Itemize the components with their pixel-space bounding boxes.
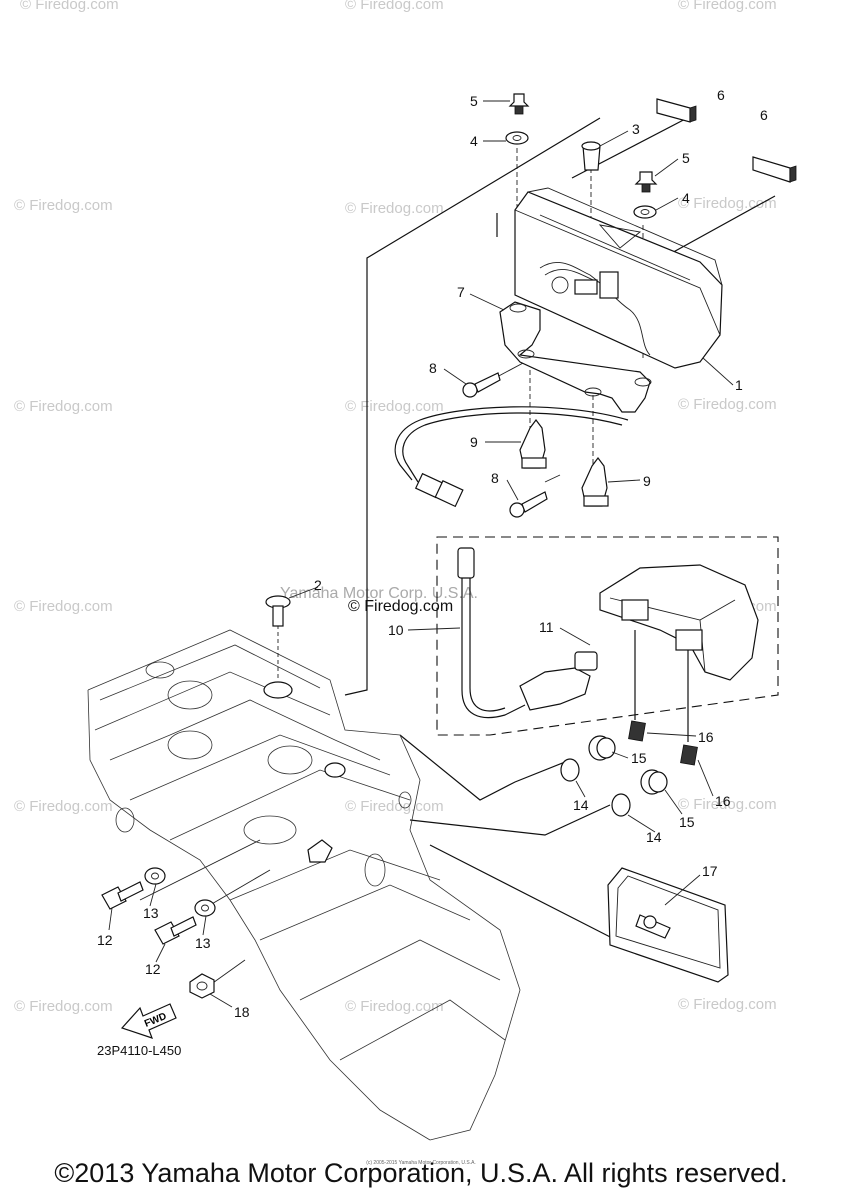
callout-3: 3 [632, 121, 640, 137]
callout-7: 7 [457, 284, 465, 300]
clip [519, 419, 547, 469]
callout-5: 5 [682, 150, 690, 166]
clip [581, 457, 609, 507]
copyright-footer: ©2013 Yamaha Motor Corporation, U.S.A. A… [54, 1158, 788, 1188]
callout-10: 10 [388, 622, 404, 638]
watermark: © Firedog.com [345, 998, 444, 1015]
lower-fasteners [101, 595, 291, 999]
yamaha-watermark: Yamaha Motor Corp. U.S.A. [280, 585, 478, 602]
license-light [457, 547, 759, 719]
callout-8: 8 [491, 470, 499, 486]
watermark: © Firedog.com [678, 0, 777, 13]
callout-numbers: 5 4 3 6 6 5 4 7 1 8 9 8 9 2 10 11 16 15 … [97, 87, 768, 1020]
callout-6: 6 [717, 87, 725, 103]
watermark: © Firedog.com [678, 796, 777, 813]
watermark: © Firedog.com [20, 0, 119, 13]
watermark: © Firedog.com [345, 0, 444, 13]
callout-14: 14 [573, 797, 589, 813]
watermark: © Firedog.com [14, 598, 113, 615]
watermark: © Firedog.com [678, 396, 777, 413]
callout-12: 12 [145, 961, 161, 977]
callout-13: 13 [195, 935, 211, 951]
watermark: © Firedog.com [14, 197, 113, 214]
watermark: © Firedog.com [345, 798, 444, 815]
callout-14: 14 [646, 829, 662, 845]
callout-9: 9 [470, 434, 478, 450]
taillight-assembly [514, 187, 723, 369]
tiny-notice: (c) 2005-2015 Yamaha Motor Corporation, … [366, 1160, 476, 1166]
callout-16: 16 [698, 729, 714, 745]
callout-15: 15 [679, 814, 695, 830]
callout-1: 1 [735, 377, 743, 393]
callout-9: 9 [643, 473, 651, 489]
callout-4: 4 [470, 133, 478, 149]
watermark: © Firedog.com [345, 200, 444, 217]
callout-12: 12 [97, 932, 113, 948]
license-lens [607, 867, 729, 983]
connector [414, 472, 464, 508]
screw [462, 372, 501, 398]
watermark: © Firedog.com [14, 798, 113, 815]
top-fasteners [462, 93, 797, 518]
grommets [560, 720, 698, 817]
drawing-code: 23P4110-L450 [97, 1043, 182, 1058]
callout-18: 18 [234, 1004, 250, 1020]
watermark: © Firedog.com [345, 398, 444, 415]
callout-leaders [108, 100, 734, 1008]
watermark: © Firedog.com [14, 398, 113, 415]
watermark: © Firedog.com [14, 998, 113, 1015]
license-light-assembly-box [436, 536, 779, 736]
fwd-arrow: FWD [120, 1003, 177, 1039]
callout-15: 15 [631, 750, 647, 766]
callout-6: 6 [760, 107, 768, 123]
watermark: © Firedog.com [678, 195, 777, 212]
callout-8: 8 [429, 360, 437, 376]
callout-2: 2 [314, 577, 322, 593]
callout-13: 13 [143, 905, 159, 921]
callout-4: 4 [682, 190, 690, 206]
callout-5: 5 [470, 93, 478, 109]
bracket [394, 301, 652, 508]
watermark: © Firedog.com [678, 996, 777, 1013]
callout-17: 17 [702, 863, 718, 879]
callout-11: 11 [539, 619, 554, 635]
rear-fender [87, 629, 521, 1141]
firedog-watermark: © Firedog.com [348, 598, 454, 615]
callout-16: 16 [715, 793, 731, 809]
screw [509, 491, 548, 518]
